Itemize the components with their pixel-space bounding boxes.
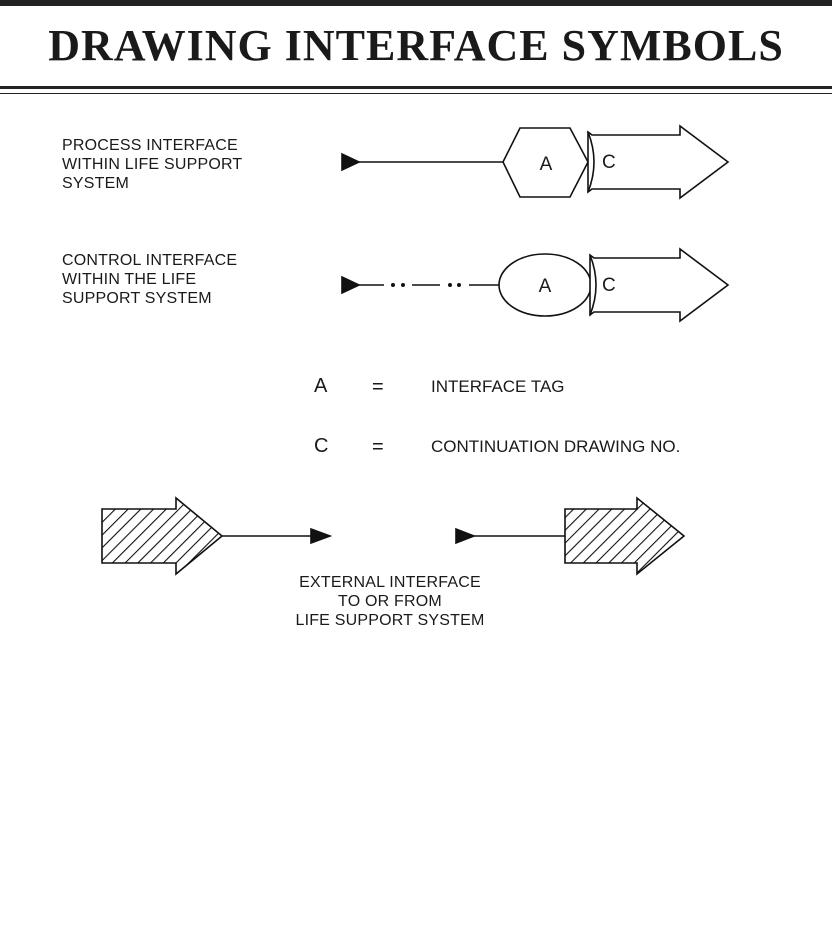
control-continuation-text: C (602, 275, 616, 296)
process-tag-text: A (540, 154, 553, 175)
process-interface-label-1: PROCESS INTERFACE (62, 137, 238, 154)
process-interface-label-3: SYSTEM (62, 175, 129, 192)
page-title: DRAWING INTERFACE SYMBOLS (48, 21, 784, 70)
control-start-marker (341, 275, 361, 295)
legend-symbol-c: C (314, 435, 328, 457)
control-interface-label-3: SUPPORT SYSTEM (62, 290, 212, 307)
legend-meaning-c: CONTINUATION DRAWING NO. (431, 437, 680, 456)
legend-symbol-a: A (314, 375, 328, 397)
process-interface-symbol (341, 124, 730, 200)
control-dot-2 (400, 282, 405, 287)
external-interface-symbol (101, 496, 686, 576)
control-interface-symbol (341, 247, 730, 323)
process-interface-label-2: WITHIN LIFE SUPPORT (62, 156, 243, 173)
control-dot-3 (447, 282, 452, 287)
continuation-arrow-notch (587, 131, 595, 193)
title-rule-lower (0, 93, 832, 94)
top-rule (0, 0, 832, 6)
external-arrowhead-left (310, 527, 333, 545)
external-interface-label-2: TO OR FROM (338, 593, 442, 610)
control-continuation-arrow-notch (589, 254, 597, 316)
control-tag-text: A (539, 276, 552, 297)
legend-meaning-a: INTERFACE TAG (431, 377, 565, 396)
control-dot-4 (456, 282, 461, 287)
control-interface-label-2: WITHIN THE LIFE (62, 271, 197, 288)
control-dot-1 (390, 282, 395, 287)
external-start-marker-right (455, 527, 477, 545)
legend-equals-c: = (372, 436, 384, 458)
control-interface-label-1: CONTROL INTERFACE (62, 252, 238, 269)
hatched-arrow-right (564, 496, 686, 576)
legend-equals-a: = (372, 376, 384, 398)
external-interface-label-3: LIFE SUPPORT SYSTEM (295, 612, 485, 629)
external-interface-label-1: EXTERNAL INTERFACE (299, 574, 481, 591)
title-rule-upper (0, 86, 832, 89)
process-continuation-text: C (602, 152, 616, 173)
hatched-arrow-left (101, 496, 224, 576)
